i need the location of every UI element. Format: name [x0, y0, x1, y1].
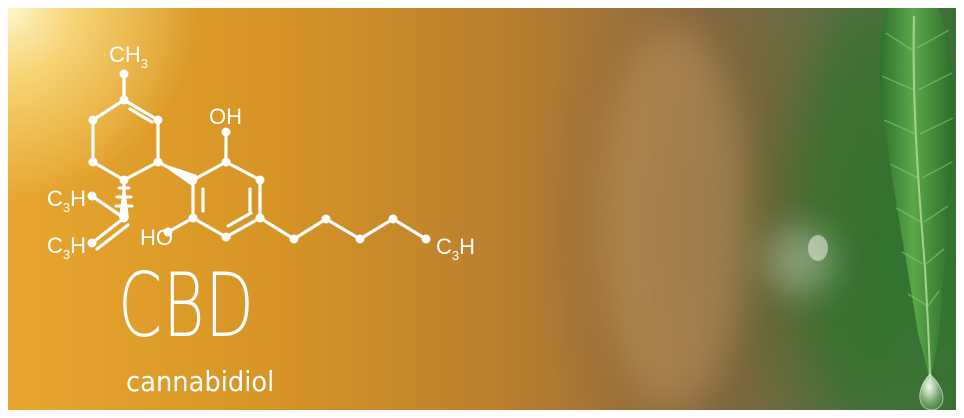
cannabis-leaf	[879, 8, 955, 383]
molecule-bonds	[90, 72, 428, 251]
ho-label: HO	[140, 225, 173, 250]
ch3-label: CH3	[109, 42, 148, 71]
c3h-right-subscript: 3	[452, 248, 459, 263]
c3h-right-label: C3H	[436, 234, 475, 263]
cbd-subtitle: cannabidiol	[126, 365, 275, 398]
blurred-droplet	[808, 235, 828, 261]
c3h-bottom-subscript: 3	[63, 247, 70, 262]
ch3-subscript: 3	[141, 56, 148, 71]
background-blur-stem	[598, 28, 748, 408]
c3h-top-c: C	[47, 186, 63, 211]
c3h-bottom-c: C	[47, 233, 63, 258]
c3h-top-subscript: 3	[63, 200, 70, 215]
water-droplet	[919, 373, 944, 410]
oh-label: OH	[209, 104, 242, 129]
molecule-atoms	[87, 69, 431, 248]
cbd-title: CBD	[118, 254, 255, 357]
cbd-molecule-diagram: CH3 OH HO C3H C3H C3H	[47, 8, 955, 410]
c3h-right-h: H	[459, 234, 475, 259]
c3h-right-c: C	[436, 234, 452, 259]
c3h-bottom-h: H	[70, 233, 86, 258]
c3h-top-label: C3H	[47, 186, 86, 215]
ch3-main: CH	[109, 42, 141, 67]
molecule-wedge-bonds	[119, 162, 197, 218]
c3h-bottom-label: C3H	[47, 233, 86, 262]
hero-image: CH3 OH HO C3H C3H C3H CBD cannabidiol	[8, 8, 956, 410]
molecule-labels: CH3 OH HO C3H C3H C3H	[47, 42, 475, 263]
molecule-dashed-bonds	[114, 186, 134, 208]
c3h-top-h: H	[70, 186, 86, 211]
